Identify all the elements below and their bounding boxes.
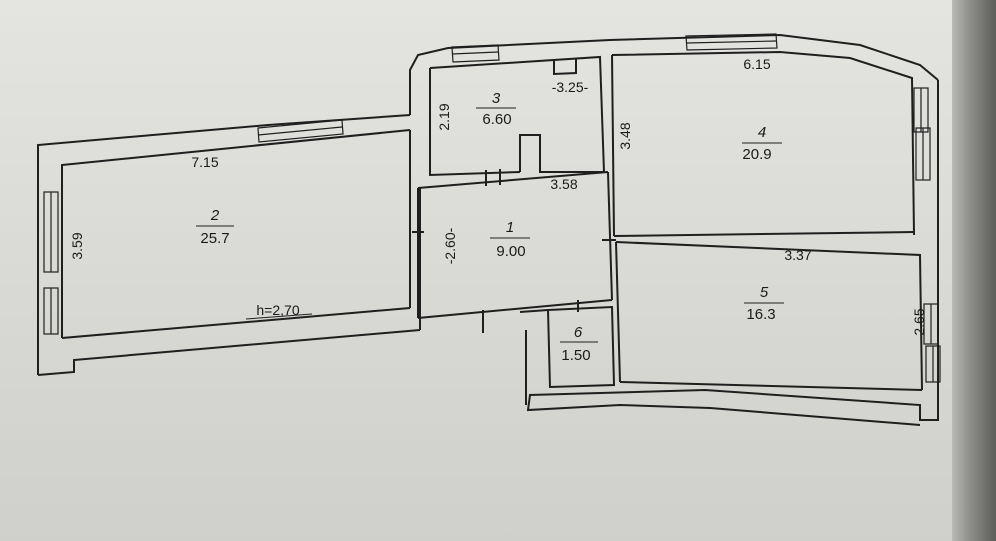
room-4-walls: [526, 33, 939, 426]
room-5-depth-dimension: 2.65: [911, 308, 927, 335]
room-1-number: 1: [506, 219, 514, 236]
room-2-window-top: [257, 119, 344, 143]
room-4-area: 20.9: [742, 146, 771, 163]
room-3-width-dimension: -3.25-: [552, 79, 589, 95]
room-4-width-dimension: 6.15: [743, 56, 770, 72]
room-4-window-top: [685, 33, 778, 51]
room-6-walls: [519, 300, 616, 405]
room-1-walls: [412, 169, 616, 333]
room-4-depth-dimension: 3.48: [617, 122, 633, 149]
room-6-area: 1.50: [561, 347, 590, 364]
ceiling-height-underline: [245, 313, 313, 320]
ceiling-height-label: h=2,70: [256, 302, 299, 318]
room-3-window: [451, 44, 500, 63]
room-6-number: 6: [574, 324, 583, 341]
room-2-window-left: [43, 191, 59, 335]
room-2-area: 25.7: [200, 230, 229, 247]
room-2-number: 2: [210, 207, 220, 224]
room-1-area: 9.00: [496, 243, 525, 260]
room-4-number: 4: [758, 124, 766, 141]
room-2-depth-dimension: 3.59: [69, 232, 85, 259]
room-3-number: 3: [492, 90, 501, 107]
room-5-width-dimension: 3.37: [784, 247, 811, 263]
room-3-area: 6.60: [482, 111, 511, 128]
page-binding-shadow: [952, 0, 996, 541]
room-5-area: 16.3: [746, 306, 775, 323]
room-2-width-dimension: 7.15: [191, 154, 218, 170]
room-5-window-right: [923, 303, 941, 383]
room-5-walls: [615, 241, 923, 391]
room-1-depth-dimension: -2.60-: [442, 227, 458, 264]
room-3-depth-dimension: 2.19: [436, 103, 452, 130]
room-3-walls: [409, 39, 611, 177]
room-4-window-right: [913, 87, 931, 181]
room-5-number: 5: [760, 284, 769, 301]
room-1-width-dimension: 3.58: [550, 176, 577, 192]
